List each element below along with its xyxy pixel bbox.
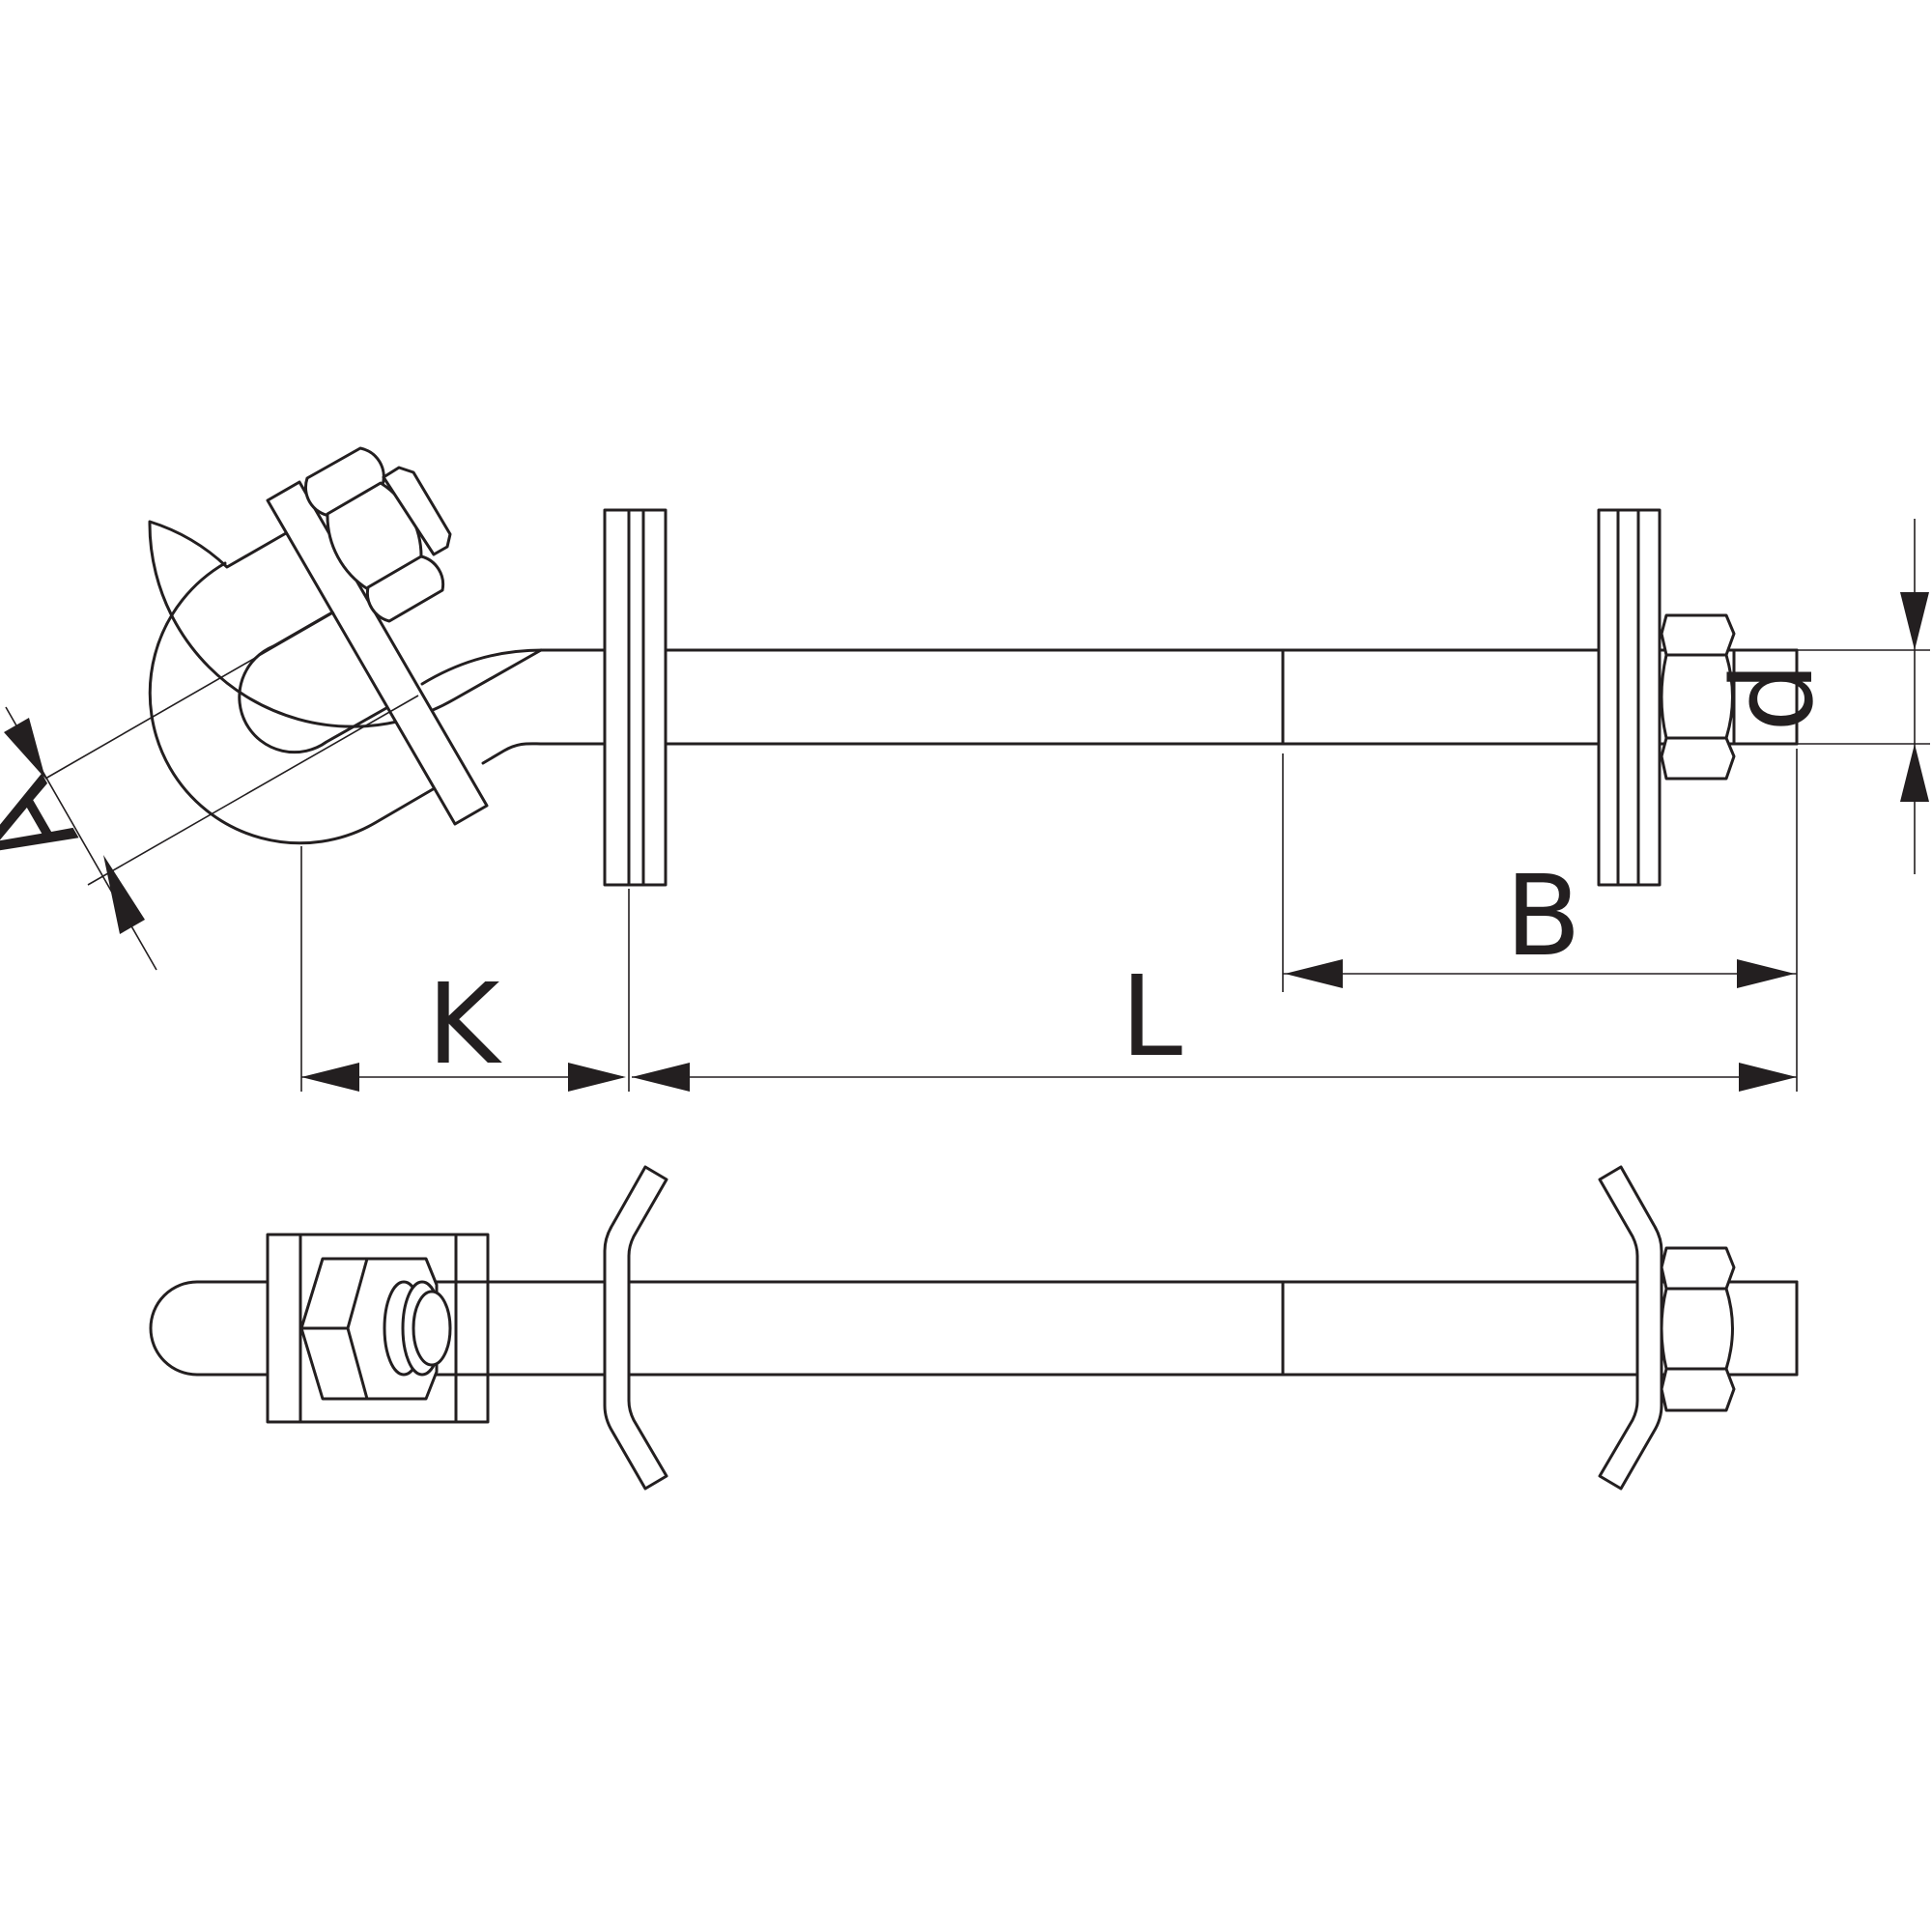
dimension-label-k: K	[427, 960, 502, 1090]
right-plate	[1597, 508, 1662, 887]
dimension-label-d: d	[1709, 662, 1838, 732]
shank-bottom-edge	[481, 742, 1799, 765]
side-view	[148, 446, 1799, 887]
plan-left-strap	[603, 1165, 668, 1491]
hook-inner-outline	[238, 611, 388, 754]
dimension-label-a: A	[0, 759, 102, 890]
bolt-end	[1732, 648, 1799, 746]
hook-outer-bottom	[148, 561, 441, 845]
dimension-label-l: L	[1121, 952, 1182, 1082]
hook-outer-outline	[148, 520, 543, 728]
plan-right-nut	[1660, 1246, 1736, 1412]
plan-right-strap	[1598, 1165, 1663, 1491]
dimension-lines	[4, 519, 1930, 1092]
shank-top-edge	[420, 648, 1799, 686]
left-plate	[603, 508, 668, 887]
plan-view	[149, 1165, 1799, 1491]
clamp-nut	[303, 446, 452, 623]
right-nut	[1660, 613, 1736, 781]
plan-bolt-head	[149, 1280, 272, 1377]
dimension-label-b: B	[1505, 852, 1581, 981]
clamp-plate	[266, 480, 489, 826]
plan-clamp-block	[266, 1233, 490, 1424]
